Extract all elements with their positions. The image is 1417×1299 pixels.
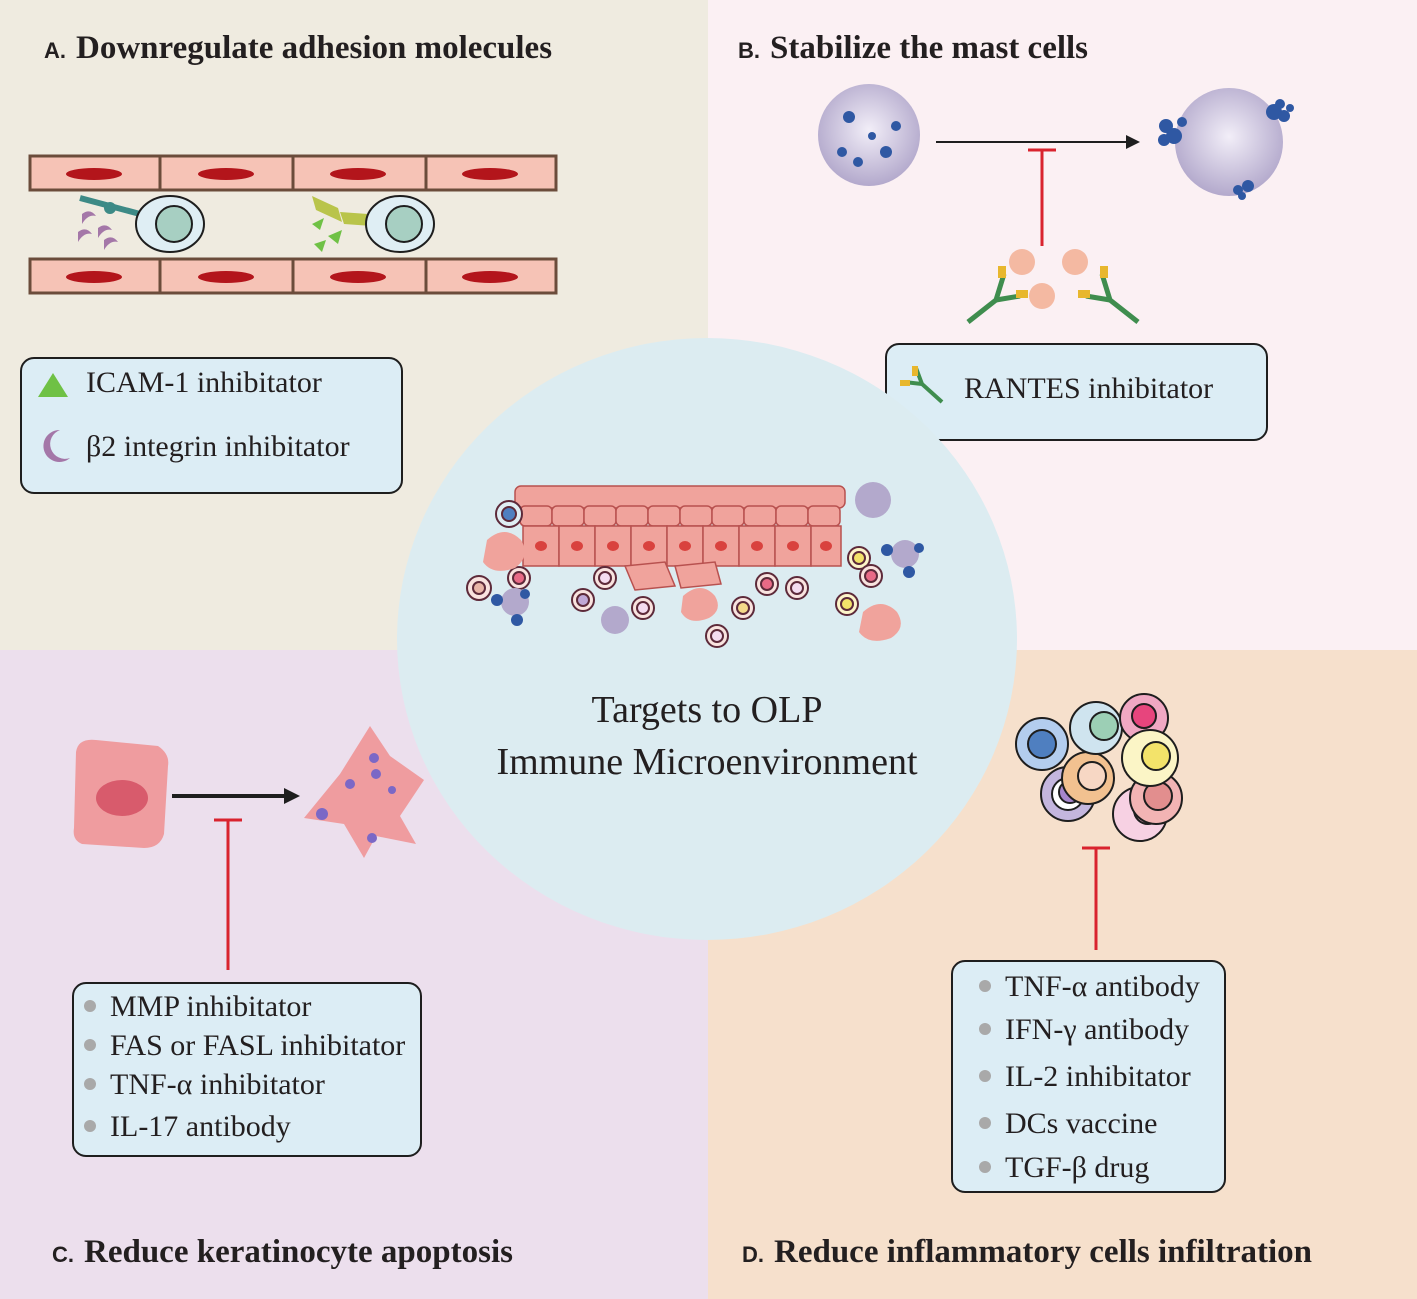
list-item: MMP inhibitator	[84, 990, 311, 1024]
bullet-icon	[979, 1117, 991, 1130]
center-title: Targets to OLP Immune Microenvironment	[397, 684, 1017, 788]
purple-crescent-icon	[43, 429, 70, 462]
center-title-line1: Targets to OLP	[591, 689, 823, 731]
legend-label-icam1: ICAM-1 inhibitator	[86, 366, 322, 399]
panel-a-title: A.Downregulate adhesion molecules	[44, 30, 553, 66]
antibody-icon	[900, 366, 944, 404]
list-item: TNF-α antibody	[979, 970, 1200, 1004]
list-item: DCs vaccine	[979, 1107, 1157, 1141]
bullet-icon	[979, 980, 991, 993]
panel-b-title: B.Stabilize the mast cells	[738, 30, 1089, 66]
bullet-icon	[84, 1078, 96, 1091]
green-triangle-icon	[38, 373, 68, 397]
panel-d-title: D.Reduce inflammatory cells infiltration	[742, 1234, 1312, 1270]
bullet-icon	[84, 1120, 96, 1133]
mast-cell-degranulation-illustration	[818, 84, 1294, 324]
center-title-line2: Immune Microenvironment	[496, 741, 918, 783]
bullet-icon	[979, 1023, 991, 1036]
keratinocyte-apoptosis-illustration	[73, 726, 424, 970]
bullet-icon	[84, 1039, 96, 1052]
list-item: IL-2 inhibitator	[979, 1060, 1191, 1094]
bullet-icon	[979, 1070, 991, 1083]
panel-c-title: C.Reduce keratinocyte apoptosis	[52, 1234, 513, 1270]
blood-vessel-illustration	[28, 154, 558, 295]
bullet-icon	[979, 1161, 991, 1174]
panel-c-list	[72, 982, 422, 1157]
list-item: IFN-γ antibody	[979, 1013, 1189, 1047]
list-item: TNF-α inhibitator	[84, 1068, 325, 1102]
oral-mucosa-tissue-illustration	[466, 482, 924, 648]
list-item: TGF-β drug	[979, 1151, 1149, 1185]
panel-b-legend	[885, 343, 1268, 441]
bullet-icon	[84, 1000, 96, 1013]
panel-a-legend	[20, 357, 403, 494]
legend-label-beta2: β2 integrin inhibitator	[86, 430, 350, 463]
list-item: IL-17 antibody	[84, 1110, 291, 1144]
list-item: FAS or FASL inhibitator	[84, 1029, 405, 1063]
panel-d-list	[951, 960, 1226, 1193]
inflammatory-cell-cluster-illustration	[1015, 693, 1183, 950]
legend-label-rantes: RANTES inhibitator	[964, 372, 1214, 405]
